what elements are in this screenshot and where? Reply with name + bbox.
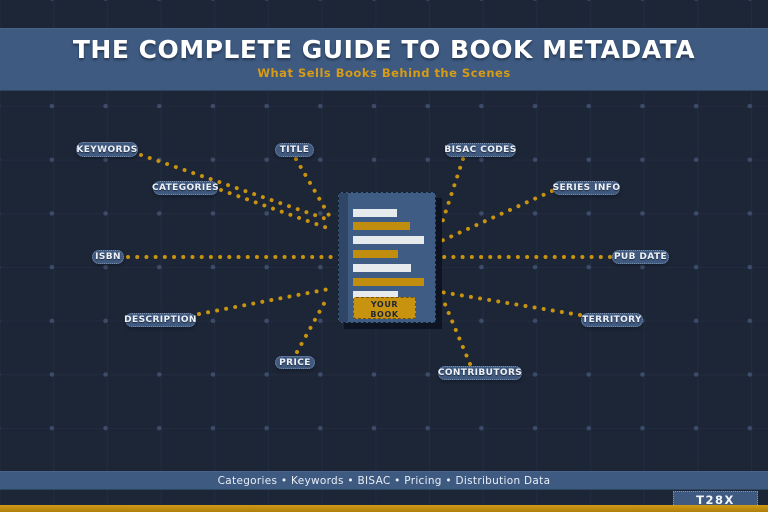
corner-code-text: T28X (696, 493, 735, 507)
book-illustration: YOUR BOOK (338, 192, 436, 323)
metadata-pill-bisac-codes: BISAC CODES (444, 143, 517, 157)
connector-series-info (439, 189, 554, 243)
connector-territory (439, 290, 582, 317)
your-book-line1: YOUR (370, 300, 399, 309)
book-bar-2 (353, 222, 410, 230)
metadata-pill-series-info: SERIES INFO (552, 181, 621, 195)
metadata-pill-title: TITLE (275, 143, 314, 157)
metadata-pill-contributors: CONTRIBUTORS (437, 366, 523, 380)
book-bar-7 (353, 291, 398, 299)
footer-band: Categories • Keywords • BISAC • Pricing … (0, 471, 768, 490)
connector-contributors (440, 295, 472, 366)
metadata-pill-description: DESCRIPTION (124, 313, 197, 327)
book-bar-4 (353, 250, 398, 258)
metadata-pill-pub-date: PUB DATE (612, 250, 669, 264)
connector-title (294, 157, 332, 219)
connector-bisac-codes (439, 157, 465, 228)
metadata-pill-territory: TERRITORY (581, 313, 643, 327)
header-band: THE COMPLETE GUIDE TO BOOK METADATA What… (0, 28, 768, 91)
connector-description (197, 286, 336, 316)
book-spine (339, 193, 348, 322)
footer-tagline: Categories • Keywords • BISAC • Pricing … (217, 474, 551, 487)
connector-price (295, 298, 328, 354)
metadata-pill-price: PRICE (275, 356, 315, 369)
metadata-pill-categories: CATEGORIES (151, 181, 220, 195)
metadata-pill-keywords: KEYWORDS (76, 142, 138, 157)
connector-categories (219, 188, 335, 232)
bottom-gold-strip (0, 505, 768, 512)
your-book-label: YOUR BOOK (353, 297, 416, 319)
book-bar-6 (353, 278, 424, 286)
book-bar-1 (353, 209, 397, 217)
page-subtitle: What Sells Books Behind the Scenes (257, 65, 511, 80)
metadata-pill-isbn: ISBN (92, 250, 124, 264)
your-book-line2: BOOK (370, 310, 399, 319)
book-bar-3 (353, 236, 424, 244)
page-title: THE COMPLETE GUIDE TO BOOK METADATA (72, 35, 696, 64)
book-bar-5 (353, 264, 411, 272)
